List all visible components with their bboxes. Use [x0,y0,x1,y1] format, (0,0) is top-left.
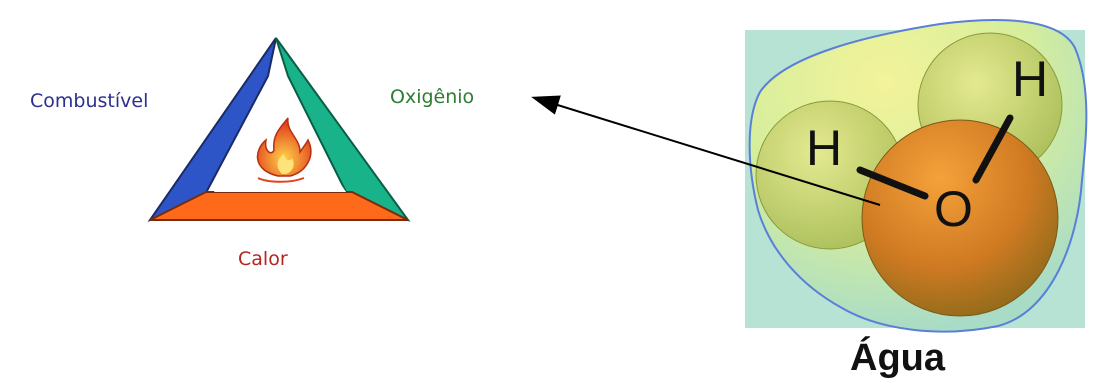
fire-triangle [147,37,411,222]
bond-left [856,166,929,200]
bond-right [972,114,1014,184]
heat-side [149,191,409,221]
hydrogen-symbol-right: H [1012,51,1048,107]
flame-icon [256,117,312,183]
pointer-arrow [531,95,881,206]
fuel-label: Combustível [30,90,149,112]
oxygen-symbol: O [934,181,973,237]
oxygen-atom [861,119,1059,317]
water-caption: Água [850,337,945,379]
oxygen-label: Oxigênio [390,86,475,108]
hydrogen-symbol-left: H [806,120,842,176]
heat-label: Calor [238,248,288,270]
water-molecule: H H O [745,18,1088,333]
